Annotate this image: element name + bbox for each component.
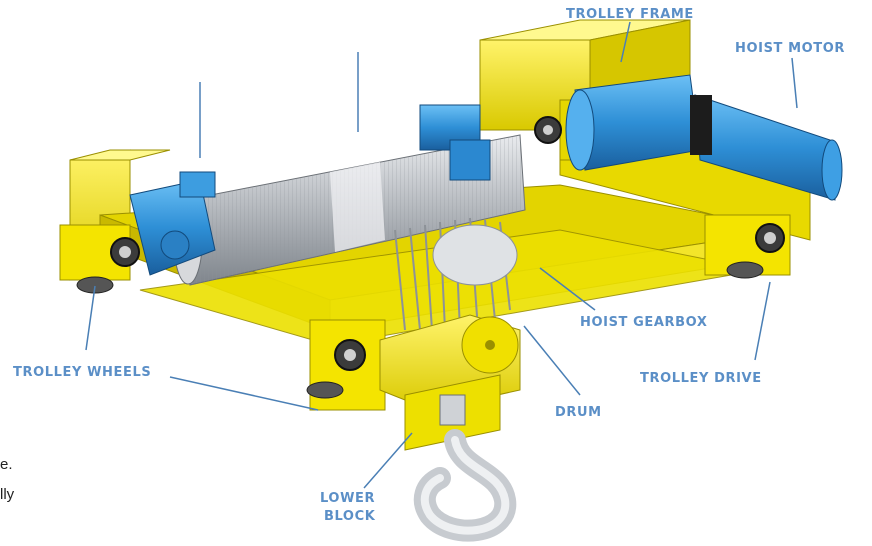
- hoist-motor: [565, 74, 843, 201]
- leader-lines: [85, 21, 798, 489]
- label-lower-block-line1: LOWER: [320, 491, 376, 506]
- label-trolley-drive: TROLLEY DRIVE: [640, 371, 762, 386]
- label-trolley-wheels: TROLLEY WHEELS: [13, 365, 152, 380]
- lower-block: [379, 314, 521, 451]
- trolley-wheels: [76, 116, 785, 399]
- label-lower-block-line2: BLOCK: [324, 509, 376, 524]
- label-hoist-gearbox: HOIST GEARBOX: [580, 315, 708, 330]
- label-drum: DRUM: [555, 405, 602, 420]
- trolley-drive: [419, 104, 491, 181]
- label-trolley-frame: TROLLEY FRAME: [566, 7, 694, 22]
- hoist-gearbox: [129, 171, 216, 276]
- cropped-text-fragment-2: lly: [0, 486, 15, 503]
- label-hoist-motor: HOIST MOTOR: [735, 41, 846, 56]
- hook: [413, 429, 517, 542]
- sheave: [432, 224, 518, 286]
- cropped-text-fragment-1: e.: [0, 456, 13, 473]
